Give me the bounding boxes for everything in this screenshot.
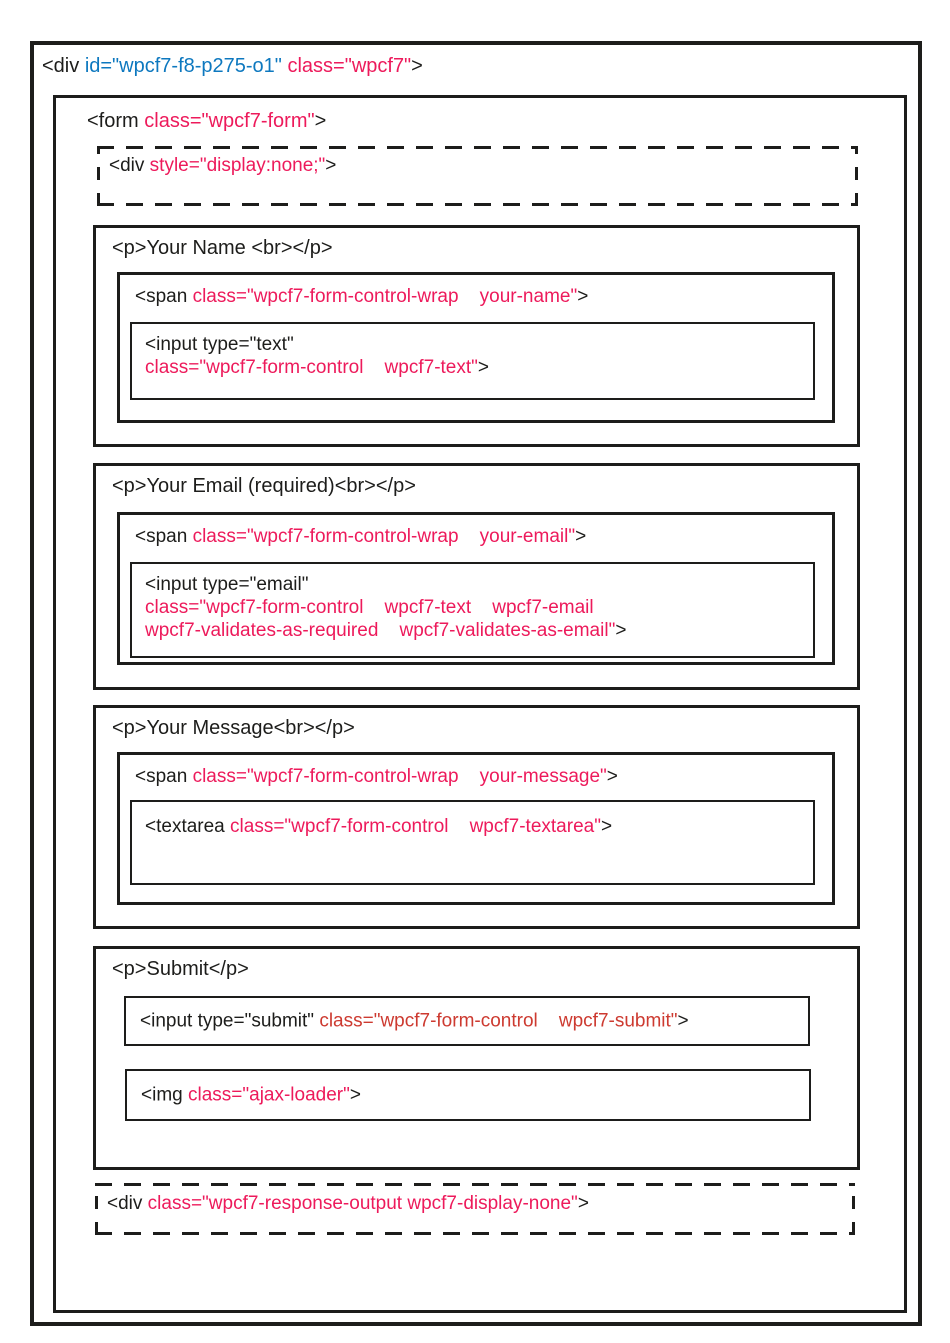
label-submit-input-tag: <input type="submit" class="wpcf7-form-c… — [140, 1010, 689, 1032]
label-form-open-tag: <form class="wpcf7-form"> — [87, 110, 327, 132]
label-response-output-tag: <div class="wpcf7-response-output wpcf7-… — [107, 1193, 589, 1214]
section-your-email: <p>Your Email (required)<br></p> <span c… — [93, 463, 860, 690]
label-your-name-input-tag: <input type="text"class="wpcf7-form-cont… — [145, 334, 489, 378]
label-hidden-div-tag: <div style="display:none;"> — [109, 155, 337, 176]
label-wpcf7-open-tag: <div id="wpcf7-f8-p275-o1" class="wpcf7"… — [42, 55, 423, 77]
label-your-message-paragraph: <p>Your Message<br></p> — [112, 717, 355, 739]
label-your-message-span-tag: <span class="wpcf7-form-control-wrap you… — [135, 766, 618, 787]
label-your-name-span-tag: <span class="wpcf7-form-control-wrap you… — [135, 286, 589, 307]
label-your-name-paragraph: <p>Your Name <br></p> — [112, 237, 333, 259]
box-hidden-div: <div style="display:none;"> — [97, 146, 858, 206]
label-your-email-span-tag: <span class="wpcf7-form-control-wrap you… — [135, 526, 587, 547]
section-your-name: <p>Your Name <br></p> <span class="wpcf7… — [93, 225, 860, 447]
box-your-name-input: <input type="text"class="wpcf7-form-cont… — [130, 322, 815, 400]
box-your-name-span-wrap: <span class="wpcf7-form-control-wrap you… — [117, 272, 835, 423]
section-your-message: <p>Your Message<br></p> <span class="wpc… — [93, 705, 860, 929]
box-wpcf7-container: <div id="wpcf7-f8-p275-o1" class="wpcf7"… — [30, 41, 922, 1326]
box-your-email-input: <input type="email"class="wpcf7-form-con… — [130, 562, 815, 658]
label-your-message-textarea-tag: <textarea class="wpcf7-form-control wpcf… — [145, 816, 613, 837]
box-your-message-textarea: <textarea class="wpcf7-form-control wpcf… — [130, 800, 815, 885]
label-your-email-paragraph: <p>Your Email (required)<br></p> — [112, 475, 416, 497]
box-your-email-span-wrap: <span class="wpcf7-form-control-wrap you… — [117, 512, 835, 665]
box-submit-input: <input type="submit" class="wpcf7-form-c… — [124, 996, 810, 1046]
label-ajax-loader-tag: <img class="ajax-loader"> — [141, 1084, 361, 1106]
label-submit-paragraph: <p>Submit</p> — [112, 958, 249, 980]
box-form: <form class="wpcf7-form"> <div style="di… — [53, 95, 907, 1313]
label-your-email-input-tag: <input type="email"class="wpcf7-form-con… — [145, 574, 627, 641]
box-your-message-span-wrap: <span class="wpcf7-form-control-wrap you… — [117, 752, 835, 905]
box-response-output: <div class="wpcf7-response-output wpcf7-… — [95, 1183, 855, 1235]
box-ajax-loader-img: <img class="ajax-loader"> — [125, 1069, 811, 1121]
section-submit: <p>Submit</p> <input type="submit" class… — [93, 946, 860, 1170]
